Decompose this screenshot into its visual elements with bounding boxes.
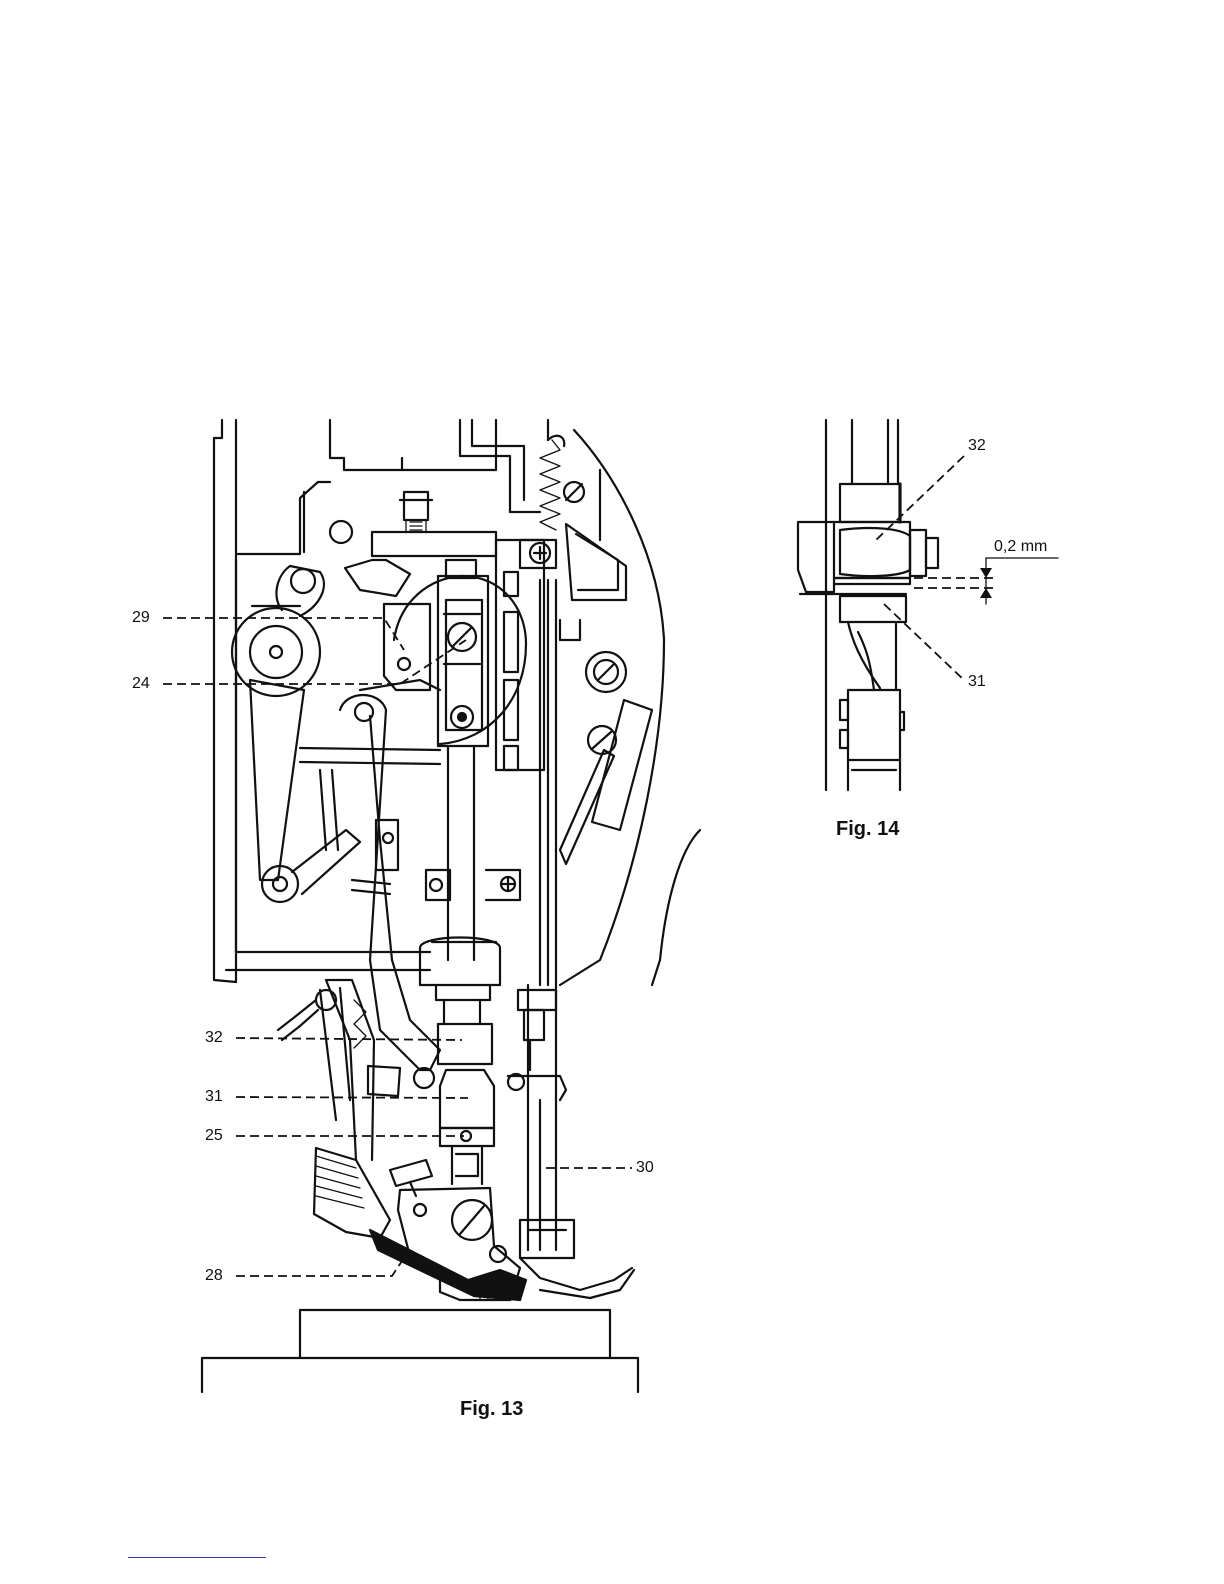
fig14-caption: Fig. 14 [836,818,899,841]
fig14-parts [798,420,938,790]
fig14-label-31: 31 [968,674,986,690]
fig14-label-32: 32 [968,438,986,454]
fig14-gap-dimension [914,558,1058,604]
footer-rule [128,1557,266,1558]
fig14-gap-label: 0,2 mm [994,539,1047,555]
fig14-leader-lines [876,456,964,680]
